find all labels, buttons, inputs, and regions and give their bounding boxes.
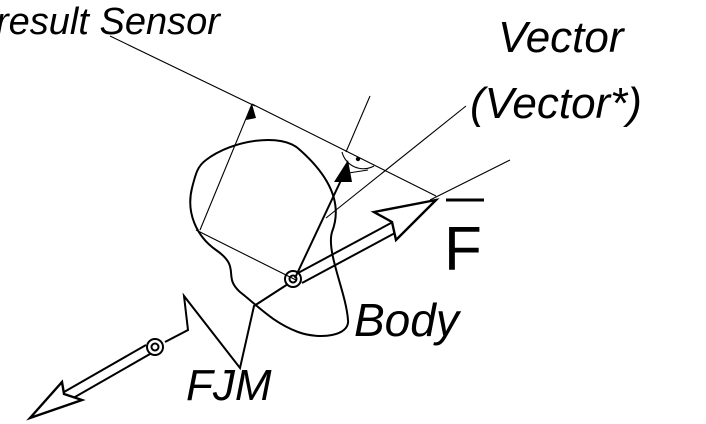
reaction-arrow-rail-bottom (67, 353, 151, 402)
force-arrow-rail-top (297, 215, 405, 274)
force-extension-line (429, 159, 511, 201)
vector-arrowhead (334, 160, 352, 182)
right-angle-marker (341, 151, 375, 170)
result-sensor-label: result Sensor (0, 1, 221, 43)
fjm-label: FJM (186, 361, 272, 410)
vector-arrow-shaft (294, 175, 344, 279)
reaction-arrow-rail-top (63, 344, 147, 393)
right-angle-dot (355, 156, 361, 162)
reaction-arrowhead (26, 379, 86, 421)
normal-line (345, 95, 371, 153)
force-arrowhead (370, 198, 440, 243)
lower-parallel-line (195, 229, 297, 281)
result-projection-arrowhead (246, 104, 256, 120)
force-label: F (444, 215, 482, 284)
body-label: Body (354, 294, 462, 346)
force-arrow-rail-bottom (301, 225, 409, 284)
body-outline (189, 139, 350, 337)
vector-star-label: (Vector*) (470, 79, 642, 128)
sensor-symbol-joint (146, 338, 164, 356)
vector-label: Vector (498, 13, 626, 62)
fjm-connection (164, 283, 289, 371)
upper-parallel-line (251, 103, 437, 197)
sensor-leader-line (109, 35, 256, 107)
sensor-symbol-body (284, 270, 302, 288)
result-projection-line (199, 103, 253, 231)
vector-leader-line (325, 105, 467, 219)
